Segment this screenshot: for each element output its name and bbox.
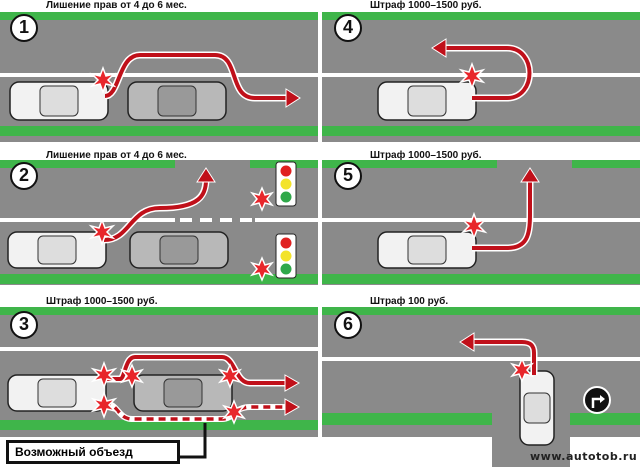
crash-star-icon [221,399,247,425]
crash-star-icon [119,363,145,389]
crash-star-icon [217,363,243,389]
panel-1-scene [0,12,318,142]
panel-caption: Штраф 1000–1500 руб. [370,0,482,11]
crash-star-icon [509,357,535,383]
panel-3-scene [0,307,318,459]
panel-5: 5 Штраф 1000–1500 руб. [322,150,640,290]
panel-2: 2 Лишение прав от 4 до 6 мес. [0,150,318,290]
turn-right-sign-icon [583,386,611,414]
panel-caption: Штраф 1000–1500 руб. [46,296,158,307]
panel-number: 6 [334,311,362,339]
panel-number: 5 [334,162,362,190]
crash-star-icon [90,390,118,420]
traffic-light-icon [275,233,297,279]
panel-number: 2 [10,162,38,190]
car-icon [9,81,109,121]
panel-3: 3 Штраф 1000–1500 руб. Возможный объезд [0,295,318,467]
panel-number: 3 [10,311,38,339]
panel-caption: Лишение прав от 4 до 6 мес. [46,150,187,161]
panel-6-scene [322,307,640,467]
panel-1: 1 Лишение прав от 4 до 6 мес. [0,0,318,150]
verge-top [0,12,318,20]
crash-star-icon [249,256,275,282]
panel-4-scene [322,12,640,142]
detour-label: Возможный объезд [6,440,180,464]
car-icon [127,81,227,121]
car-icon [133,374,233,412]
car-icon [519,370,555,446]
car-icon [377,231,477,269]
car-icon [7,231,107,269]
panel-caption: Штраф 100 руб. [370,296,449,307]
crash-star-icon [88,217,116,247]
traffic-light-icon [275,161,297,207]
panel-caption: Штраф 1000–1500 руб. [370,150,482,161]
crash-star-icon [89,65,117,95]
crash-star-icon [249,186,275,212]
lane-line [0,73,318,77]
panel-number: 1 [10,14,38,42]
car-icon [7,374,107,412]
watermark: www.autotob.ru [530,450,638,463]
car-icon [377,81,477,121]
crash-star-icon [460,211,488,241]
verge-bottom [0,126,318,136]
panel-4: 4 Штраф 1000–1500 руб. [322,0,640,150]
crash-star-icon [90,360,118,390]
crash-star-icon [458,61,486,91]
panel-caption: Лишение прав от 4 до 6 мес. [46,0,187,11]
panel-6: 6 Штраф 100 руб. www.autotob.ru [322,295,640,467]
panel-number: 4 [334,14,362,42]
panel-5-scene [322,160,640,285]
panel-2-scene [0,160,318,285]
car-icon [129,231,229,269]
